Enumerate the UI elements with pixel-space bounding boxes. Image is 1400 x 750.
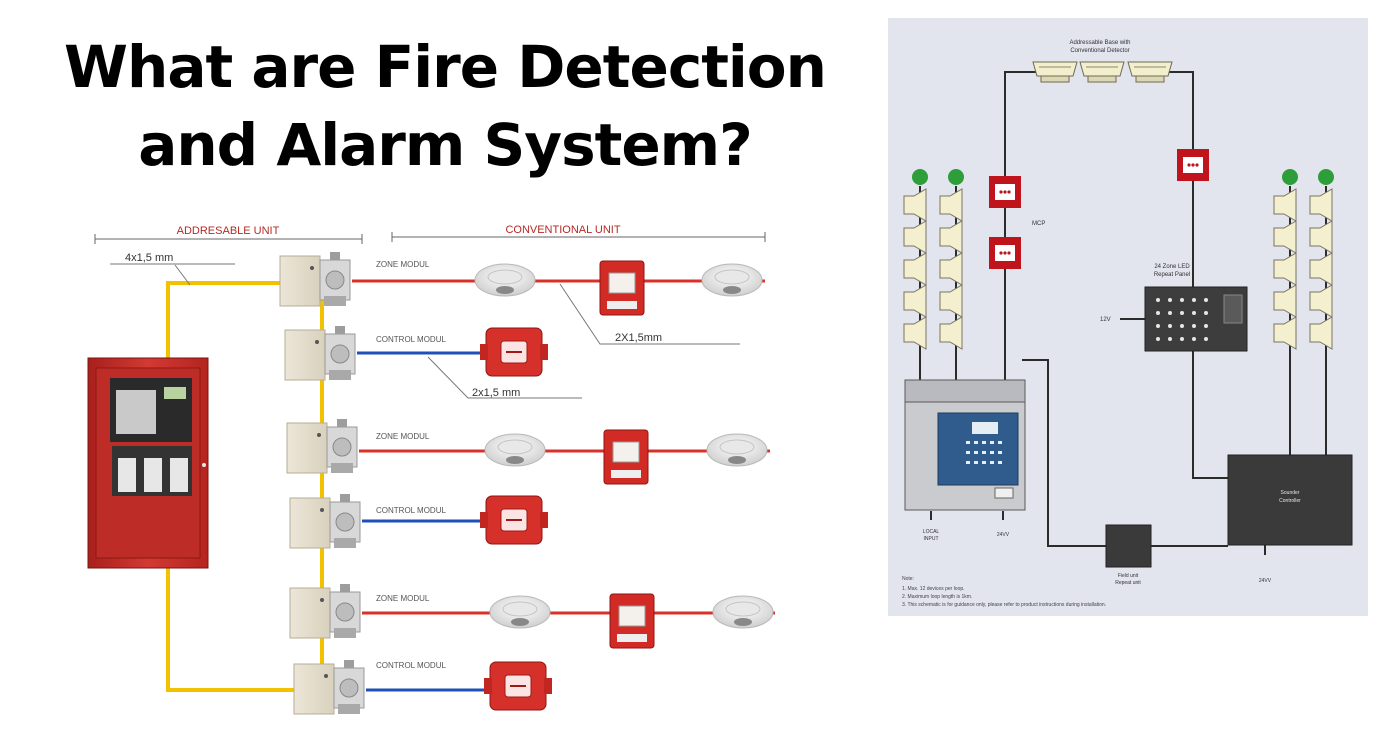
sounder-controller: Sounder Controller 24VV [1227, 454, 1353, 584]
right-schematic: Addressable Base with Conventional Detec… [888, 18, 1368, 616]
repeat-panel-label-line1: 24 Zone LED [1154, 264, 1190, 270]
manual-call-point [599, 260, 645, 316]
module-row-1: ZONE MODUL 2X1,5mm [279, 251, 765, 345]
smoke-detector [484, 433, 546, 467]
module-label: CONTROL MODUL [376, 506, 446, 515]
manual-call-point [1177, 149, 1209, 181]
schematic-notes: Note: 1. Max. 12 devices per loop. 2. Ma… [902, 576, 1106, 608]
field-unit-label-line1: Field unit [1118, 573, 1139, 579]
zone-cable-pointer [559, 283, 740, 345]
note-item: 1. Max. 12 devices per loop. [902, 586, 965, 592]
sounder-label-line2: Controller [1279, 498, 1301, 504]
control-module-3 [293, 659, 365, 715]
smoke-detector [712, 595, 774, 629]
addressable-detectors: Addressable Base with Conventional Detec… [1032, 40, 1173, 83]
manual-call-point [989, 237, 1021, 269]
field-unit-label-line2: Repeat unit [1115, 580, 1141, 586]
notes-title: Note: [902, 576, 914, 582]
control-module-2 [289, 493, 361, 549]
module-label: ZONE MODUL [376, 594, 430, 603]
module-row-2: CONTROL MODUL 2x1,5 mm [284, 325, 582, 399]
strobe-icon [912, 169, 928, 185]
detectors-label-line1: Addressable Base with [1069, 40, 1130, 46]
manual-call-point [989, 176, 1021, 208]
module-row-3: ZONE MODUL [286, 418, 770, 485]
module-label: CONTROL MODUL [376, 661, 446, 670]
zone-module-1 [279, 251, 351, 307]
field-repeat-unit: Field unit Repeat unit [1105, 524, 1152, 586]
control-module-1 [284, 325, 356, 381]
module-label: CONTROL MODUL [376, 335, 446, 344]
mcp-label: MCP [1032, 221, 1045, 227]
strobe-icon [948, 169, 964, 185]
left-wiring-diagram: ADDRESABLE UNIT CONVENTIONAL UNIT 4x1,5 … [87, 224, 775, 715]
zone-module-2 [286, 418, 358, 474]
repeat-panel-voltage: 12V [1100, 317, 1111, 323]
addressable-unit-label: ADDRESABLE UNIT [177, 225, 280, 237]
alarm-sounder [479, 495, 549, 545]
sounder-strobe-chains [903, 169, 1334, 350]
strobe-icon [1318, 169, 1334, 185]
conventional-unit-bracket [391, 232, 766, 242]
title-line-1: What are Fire Detection [64, 33, 827, 101]
zone-cable-label: 2X1,5mm [615, 332, 662, 344]
smoke-detector [706, 433, 768, 467]
manual-call-point [603, 429, 649, 485]
detectors-label-line2: Conventional Detector [1070, 48, 1129, 54]
alarm-sounder [483, 661, 553, 711]
page-title: What are Fire Detection and Alarm System… [30, 28, 860, 184]
main-control-panel: LOCAL INPUT 24VV [904, 379, 1026, 542]
loop-cable-label: 4x1,5 mm [125, 252, 173, 264]
addressable-unit-bracket [94, 234, 363, 244]
sounder-label-line1: Sounder [1281, 490, 1300, 496]
manual-call-point [609, 593, 655, 649]
led-repeat-panel: 24 Zone LED Repeat Panel 12V [1100, 264, 1248, 352]
zone-module-3 [289, 583, 361, 639]
smoke-detector [701, 263, 763, 297]
note-item: 3. This schematic is for guidance only, … [902, 602, 1106, 608]
strobe-icon [1282, 169, 1298, 185]
module-label: ZONE MODUL [376, 260, 430, 269]
smoke-detector [489, 595, 551, 629]
local-input-label-line2: INPUT [924, 536, 939, 542]
control-cable-pointer [427, 356, 582, 399]
repeat-panel-label-line2: Repeat Panel [1154, 272, 1190, 278]
sounder-voltage: 24VV [1259, 578, 1272, 584]
panel-voltage: 24VV [997, 532, 1010, 538]
module-row-4: CONTROL MODUL [289, 493, 549, 549]
local-input-label-line1: LOCAL [923, 529, 940, 535]
alarm-sounder [479, 327, 549, 377]
control-cable-label: 2x1,5 mm [472, 387, 520, 399]
conventional-unit-label: CONVENTIONAL UNIT [505, 224, 620, 236]
module-label: ZONE MODUL [376, 432, 430, 441]
smoke-detector [474, 263, 536, 297]
module-row-5: ZONE MODUL [289, 583, 775, 649]
fire-alarm-control-panel [87, 357, 209, 569]
note-item: 2. Maximum loop length is 1km. [902, 594, 972, 600]
module-row-6: CONTROL MODUL [293, 659, 553, 715]
title-line-2: and Alarm System? [138, 111, 753, 179]
